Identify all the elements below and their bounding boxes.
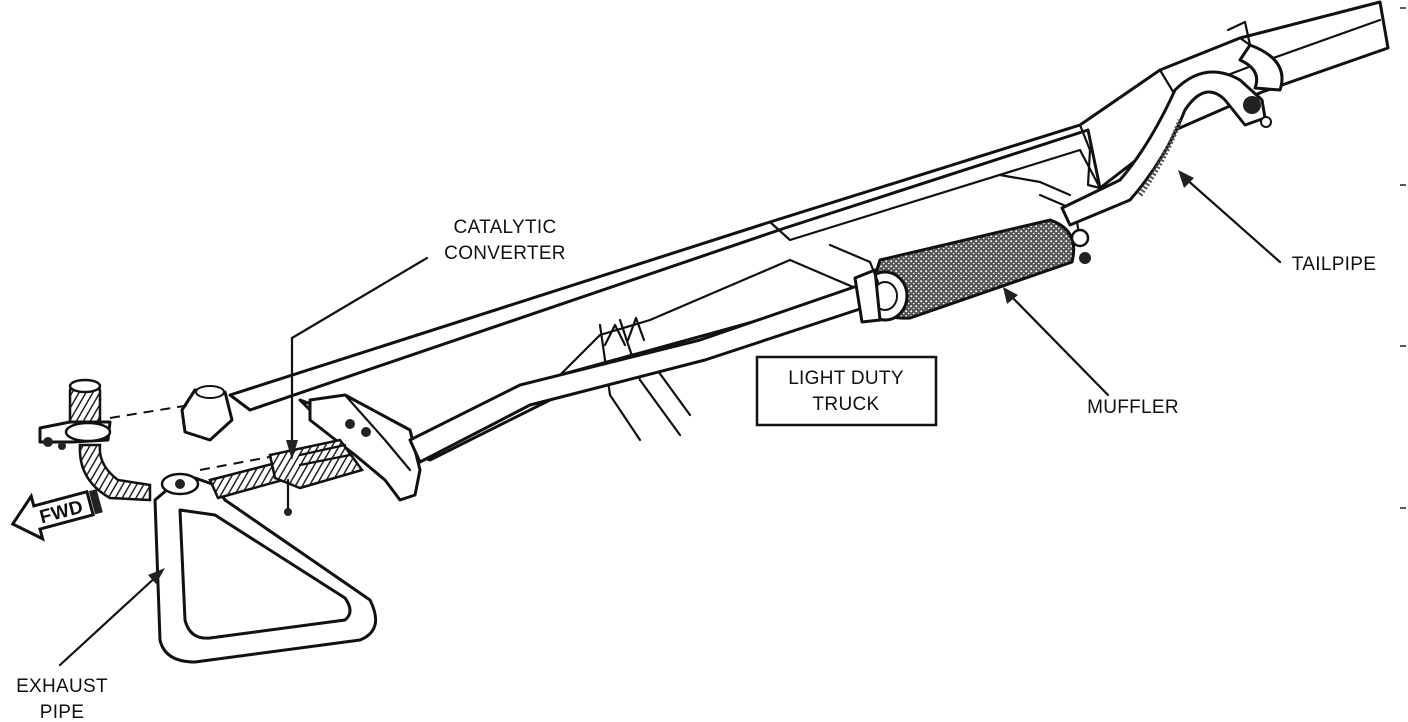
tailpipe bbox=[1060, 20, 1284, 227]
leader-lines bbox=[58, 170, 1282, 667]
exhaust-front-pipe bbox=[38, 378, 152, 502]
edge-ticks bbox=[1400, 7, 1406, 509]
box-label-line2: TRUCK bbox=[813, 394, 880, 415]
alignment-dashed-line-lower bbox=[199, 454, 281, 471]
light-duty-truck-box: LIGHT DUTY TRUCK bbox=[755, 355, 938, 427]
exhaust-pipe-loop bbox=[153, 472, 378, 664]
muffler-label: MUFFLER bbox=[1087, 397, 1179, 418]
catalytic-converter-label-line2: CONVERTER bbox=[444, 243, 566, 264]
box-label-line1: LIGHT DUTY bbox=[788, 368, 904, 389]
frame-rail bbox=[228, 0, 1390, 412]
fwd-arrow-icon: FWD bbox=[10, 489, 103, 542]
frame-bracket bbox=[308, 393, 422, 502]
catalytic-converter-label-line1: CATALYTIC bbox=[454, 217, 557, 238]
manifold-flange bbox=[180, 385, 234, 442]
tailpipe-label: TAILPIPE bbox=[1292, 254, 1376, 275]
alignment-dashed-line bbox=[109, 404, 191, 419]
exhaust-pipe-label-line1: EXHAUST bbox=[16, 676, 108, 697]
muffler bbox=[828, 173, 1091, 324]
exhaust-pipe-label-line2: PIPE bbox=[40, 702, 85, 722]
